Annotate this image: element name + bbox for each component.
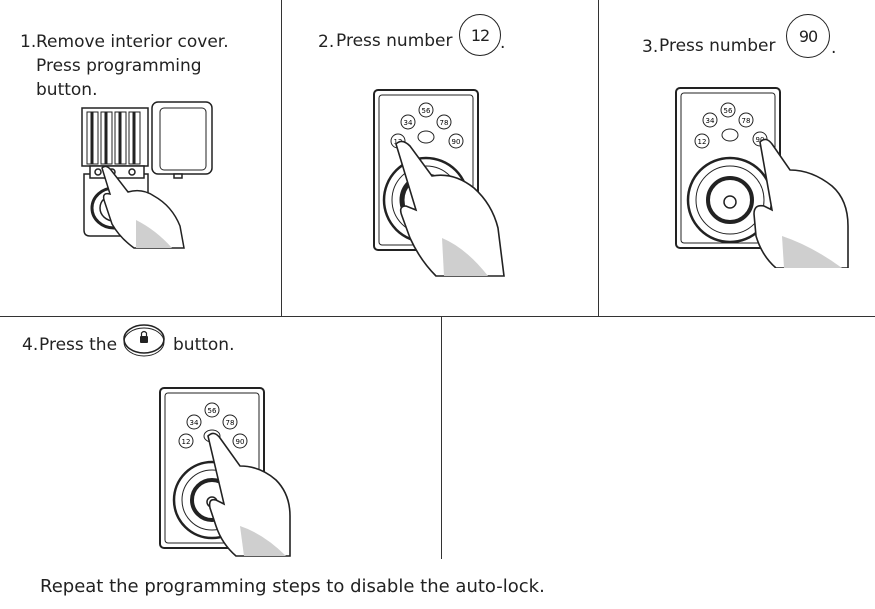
svg-text:78: 78	[440, 119, 449, 127]
step-1-line-3: button.	[36, 80, 98, 100]
svg-text:56: 56	[422, 107, 431, 115]
divider-v1	[281, 0, 282, 316]
lock-key	[721, 128, 739, 142]
svg-text:56: 56	[208, 407, 217, 415]
key-56	[720, 102, 736, 118]
key-34	[186, 414, 202, 430]
key-12	[694, 133, 710, 149]
lock-button-icon	[123, 324, 165, 357]
step-3-suffix: .	[831, 38, 837, 58]
key-34	[400, 114, 416, 130]
interior-assembly-illustration	[81, 101, 213, 249]
svg-text:56: 56	[724, 107, 733, 115]
step-2-suffix: .	[500, 33, 506, 53]
keypad-step-2-illustration: 56 34 78 12 90	[373, 89, 505, 277]
step-1-line-2: Press programming	[36, 56, 202, 76]
svg-text:78: 78	[742, 117, 751, 125]
divider-v3	[441, 316, 442, 559]
hand	[207, 432, 291, 557]
hand	[753, 138, 849, 268]
step-2-number: 2.	[318, 32, 335, 52]
keyhole-icon	[723, 195, 737, 209]
svg-text:90: 90	[756, 136, 765, 144]
svg-text:12: 12	[698, 138, 707, 146]
divider-h	[0, 316, 875, 317]
hand	[395, 140, 505, 277]
key-34	[702, 112, 718, 128]
key-56	[418, 102, 434, 118]
key-12	[178, 433, 194, 449]
svg-text:12: 12	[182, 438, 191, 446]
step-1-line-1: Remove interior cover.	[36, 32, 229, 52]
svg-text:34: 34	[404, 119, 413, 127]
hand	[101, 165, 185, 249]
key-90-icon: 90	[786, 14, 830, 58]
svg-text:90: 90	[236, 438, 245, 446]
svg-text:34: 34	[706, 117, 715, 125]
key-56	[204, 402, 220, 418]
interior-cover	[151, 101, 213, 179]
keypad-step-3-illustration: 56 34 78 12 90	[675, 87, 849, 268]
key-12-icon: 12	[459, 14, 501, 56]
step-2-text: Press number	[336, 31, 453, 51]
key-78	[222, 414, 238, 430]
step-4-suffix: button.	[173, 335, 235, 355]
svg-text:90: 90	[452, 138, 461, 146]
footer-note: Repeat the programming steps to disable …	[40, 576, 545, 597]
step-1-number: 1.	[20, 32, 37, 52]
divider-v2	[598, 0, 599, 316]
key-90	[448, 133, 464, 149]
key-90	[232, 433, 248, 449]
hand-shade	[136, 220, 172, 248]
battery-pack	[81, 107, 149, 167]
step-3-number: 3.	[642, 37, 659, 57]
step-4-text: Press the	[39, 335, 118, 355]
lock-key	[417, 130, 435, 144]
svg-text:78: 78	[226, 419, 235, 427]
key-78	[436, 114, 452, 130]
keypad-step-4-illustration: 56 34 78 12 90	[159, 387, 291, 557]
svg-text:34: 34	[190, 419, 199, 427]
step-3-text: Press number	[659, 36, 776, 56]
step-4-number: 4.	[22, 335, 39, 355]
key-78	[738, 112, 754, 128]
